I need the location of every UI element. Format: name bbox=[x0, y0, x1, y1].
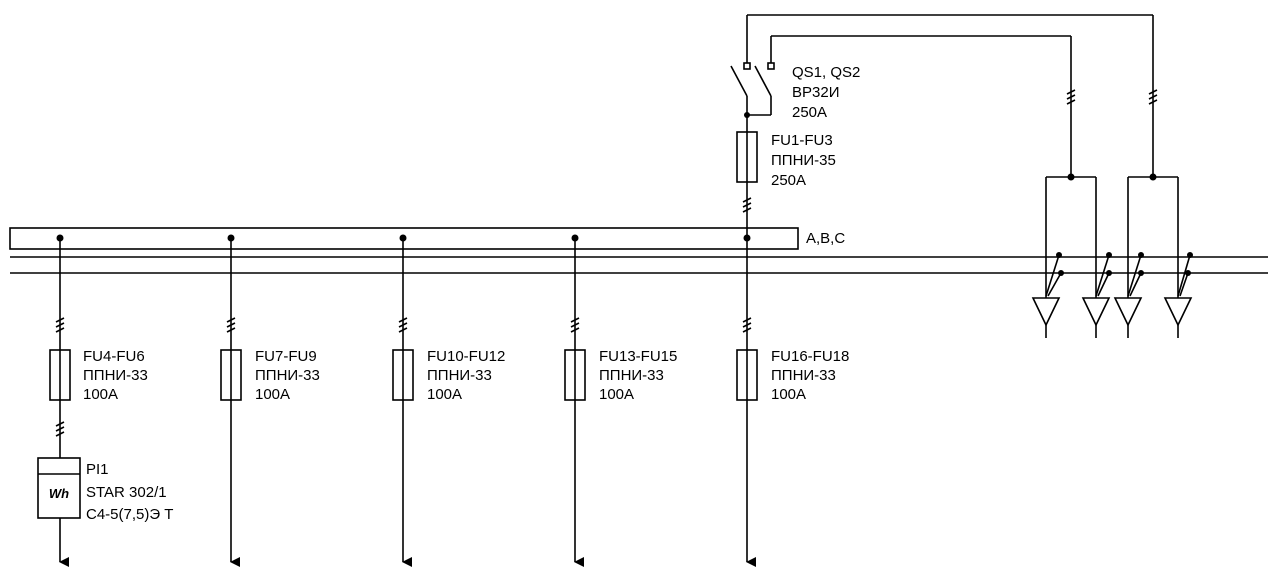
cable-termination-group-1 bbox=[1031, 36, 1112, 338]
input-fuse-rating: 250А bbox=[771, 172, 806, 189]
fuse-model: ППНИ-33 bbox=[771, 367, 836, 384]
three-phase-mark bbox=[742, 197, 752, 213]
termination-triangle bbox=[1113, 297, 1143, 327]
fuse-rating: 100А bbox=[771, 386, 806, 403]
meter-symbol-text: Wh bbox=[49, 486, 69, 501]
input-section: QS1, QS2 ВР32И 250А FU1-FU3 ППНИ-35 250А bbox=[730, 14, 1153, 238]
three-phase-mark bbox=[398, 317, 408, 333]
three-phase-mark bbox=[742, 317, 752, 333]
busbar-label: A,B,C bbox=[806, 230, 845, 247]
meter-model: STAR 302/1 bbox=[86, 484, 167, 501]
fuse-model: ППНИ-33 bbox=[599, 367, 664, 384]
fuse-rating: 100А bbox=[255, 386, 290, 403]
fuse-model: ППНИ-33 bbox=[255, 367, 320, 384]
fuse-designation: FU13-FU15 bbox=[599, 348, 677, 365]
fuse-rating: 100А bbox=[599, 386, 634, 403]
three-phase-mark bbox=[1066, 89, 1076, 105]
three-phase-mark bbox=[226, 317, 236, 333]
three-phase-mark bbox=[55, 421, 65, 437]
fuse-designation: FU4-FU6 bbox=[83, 348, 145, 365]
fuse-designation: FU10-FU12 bbox=[427, 348, 505, 365]
feeder-4: FU13-FU15 ППНИ-33 100А bbox=[564, 234, 677, 567]
termination-triangle bbox=[1163, 297, 1193, 327]
termination-triangle bbox=[1031, 297, 1061, 327]
fuse-designation: FU16-FU18 bbox=[771, 348, 849, 365]
feeder-2: FU7-FU9 ППНИ-33 100А bbox=[220, 234, 320, 567]
three-phase-mark bbox=[55, 317, 65, 333]
fuse-model: ППНИ-33 bbox=[427, 367, 492, 384]
switch-designation: QS1, QS2 bbox=[792, 64, 860, 81]
fuse-model: ППНИ-33 bbox=[83, 367, 148, 384]
switch-model: ВР32И bbox=[792, 84, 839, 101]
feeder-3: FU10-FU12 ППНИ-33 100А bbox=[392, 234, 505, 567]
fuse-rating: 100А bbox=[427, 386, 462, 403]
meter-class: С4-5(7,5)Э Т bbox=[86, 506, 173, 523]
input-fuse-designation: FU1-FU3 bbox=[771, 132, 833, 149]
three-phase-mark bbox=[1148, 89, 1158, 105]
energy-meter-symbol: Wh bbox=[37, 457, 81, 519]
fuse-designation: FU7-FU9 bbox=[255, 348, 317, 365]
fuse-rating: 100А bbox=[83, 386, 118, 403]
cable-termination-group-2 bbox=[1113, 15, 1193, 338]
input-fuse-model: ППНИ-35 bbox=[771, 152, 836, 169]
feeder-5: FU16-FU18 ППНИ-33 100А bbox=[736, 234, 849, 567]
switch-symbol bbox=[747, 35, 1071, 116]
three-phase-mark bbox=[570, 317, 580, 333]
switch-symbol bbox=[730, 14, 1153, 115]
feeder-1: Wh FU4-FU6 ППНИ-33 100А PI1 STAR 302/1 С… bbox=[37, 234, 173, 567]
switch-rating: 250А bbox=[792, 104, 827, 121]
meter-designation: PI1 bbox=[86, 461, 109, 478]
termination-triangle bbox=[1081, 297, 1111, 327]
